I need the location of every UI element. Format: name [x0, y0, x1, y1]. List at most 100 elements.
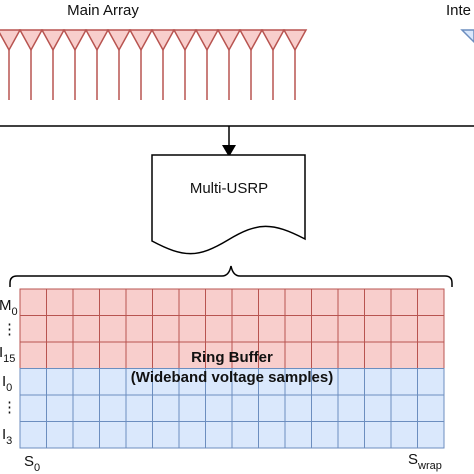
- interferometer-sample-cell: [46, 368, 74, 396]
- main-sample-cell: [417, 341, 445, 369]
- main-sample-cell: [178, 315, 206, 343]
- interferometer-sample-cell: [231, 394, 259, 422]
- interferometer-sample-cell: [390, 394, 418, 422]
- interferometer-sample-cell: [205, 394, 233, 422]
- main-sample-cell: [390, 341, 418, 369]
- interferometer-sample-cell: [99, 421, 127, 449]
- main-sample-cell: [19, 341, 47, 369]
- interferometer-sample-cell: [311, 421, 339, 449]
- main-sample-cell: [337, 341, 365, 369]
- antenna-icon: [62, 29, 88, 52]
- main-antenna-array: [0, 29, 308, 100]
- ring-buffer-grid: [19, 288, 445, 449]
- antenna-icon: [238, 29, 264, 52]
- main-sample-cell: [19, 288, 47, 316]
- arrow-head-icon: [222, 145, 236, 157]
- main-sample-cell: [72, 315, 100, 343]
- row-label-m15: I15: [0, 344, 15, 365]
- main-sample-cell: [19, 315, 47, 343]
- column-label-s0: S0: [24, 453, 40, 474]
- main-sample-cell: [417, 288, 445, 316]
- main-sample-cell: [284, 341, 312, 369]
- main-sample-cell: [364, 315, 392, 343]
- row-label-ellipsis-main: ⋮: [2, 321, 17, 338]
- main-sample-cell: [46, 315, 74, 343]
- interferometer-sample-cell: [72, 368, 100, 396]
- interferometer-sample-cell: [46, 421, 74, 449]
- row-label-m0: M0: [0, 297, 18, 318]
- interferometer-sample-cell: [337, 368, 365, 396]
- main-sample-cell: [99, 341, 127, 369]
- main-sample-cell: [125, 315, 153, 343]
- main-sample-cell: [417, 315, 445, 343]
- interferometer-sample-cell: [178, 368, 206, 396]
- main-sample-cell: [337, 315, 365, 343]
- multi-usrp-block: [151, 154, 306, 255]
- antenna-icon: [0, 29, 22, 52]
- interferometer-sample-cell: [337, 394, 365, 422]
- antenna-icon: [172, 29, 198, 52]
- interferometer-sample-cell: [72, 421, 100, 449]
- buffer-brace: [9, 265, 453, 287]
- interferometer-sample-cell: [178, 421, 206, 449]
- interferometer-sample-cell: [258, 421, 286, 449]
- main-sample-cell: [231, 341, 259, 369]
- interferometer-sample-cell: [284, 394, 312, 422]
- interferometer-sample-cell: [125, 421, 153, 449]
- main-sample-cell: [337, 288, 365, 316]
- main-sample-cell: [311, 315, 339, 343]
- main-sample-cell: [284, 315, 312, 343]
- interferometer-sample-cell: [284, 421, 312, 449]
- main-sample-cell: [364, 288, 392, 316]
- antenna-icon: [194, 29, 220, 52]
- main-sample-cell: [125, 288, 153, 316]
- interferometer-sample-cell: [99, 368, 127, 396]
- interferometer-sample-cell: [19, 368, 47, 396]
- antenna-icon: [150, 29, 176, 52]
- interferometer-sample-cell: [125, 394, 153, 422]
- main-sample-cell: [99, 288, 127, 316]
- antenna-icon: [260, 29, 286, 52]
- main-sample-cell: [231, 288, 259, 316]
- interferometer-sample-cell: [311, 394, 339, 422]
- row-label-ellipsis-int: ⋮: [2, 399, 17, 416]
- main-sample-cell: [152, 315, 180, 343]
- interferometer-sample-cell: [152, 421, 180, 449]
- interferometer-sample-cell: [152, 368, 180, 396]
- interferometer-antenna-icon: [460, 29, 474, 44]
- interferometer-sample-cell: [231, 368, 259, 396]
- interferometer-sample-cell: [390, 421, 418, 449]
- antenna-icon: [40, 29, 66, 52]
- interferometer-sample-cell: [284, 368, 312, 396]
- antenna-icon: [216, 29, 242, 52]
- main-sample-cell: [46, 288, 74, 316]
- interferometer-sample-cell: [178, 394, 206, 422]
- interferometer-label: Inte: [446, 2, 471, 19]
- interferometer-sample-cell: [417, 394, 445, 422]
- main-sample-cell: [390, 315, 418, 343]
- main-sample-cell: [178, 288, 206, 316]
- interferometer-sample-cell: [19, 394, 47, 422]
- interferometer-sample-cell: [258, 368, 286, 396]
- main-sample-cell: [205, 315, 233, 343]
- interferometer-sample-cell: [364, 394, 392, 422]
- main-sample-cell: [205, 288, 233, 316]
- main-sample-cell: [311, 341, 339, 369]
- interferometer-sample-cell: [337, 421, 365, 449]
- main-sample-cell: [390, 288, 418, 316]
- interferometer-sample-cell: [72, 394, 100, 422]
- interferometer-sample-cell: [364, 368, 392, 396]
- main-sample-cell: [46, 341, 74, 369]
- interferometer-sample-cell: [99, 394, 127, 422]
- interferometer-sample-cell: [417, 421, 445, 449]
- antenna-icon: [18, 29, 44, 52]
- main-sample-cell: [152, 288, 180, 316]
- main-array-label: Main Array: [67, 2, 139, 19]
- main-sample-cell: [258, 288, 286, 316]
- interferometer-sample-cell: [417, 368, 445, 396]
- main-sample-cell: [284, 288, 312, 316]
- multi-usrp-label: Multi-USRP: [190, 180, 268, 197]
- interferometer-sample-cell: [231, 421, 259, 449]
- interferometer-sample-cell: [258, 394, 286, 422]
